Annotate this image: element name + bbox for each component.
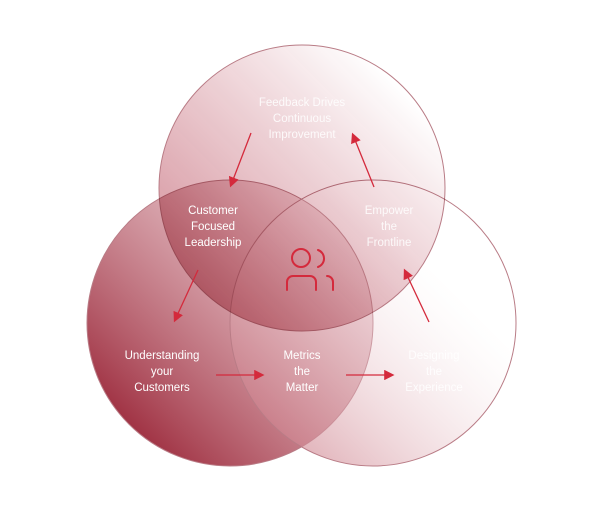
node-metrics: Metrics the Matter: [232, 348, 372, 396]
users-icon: [286, 248, 334, 291]
arrow-leadership-to-understanding: [173, 269, 199, 323]
node-label: Frontline: [366, 237, 412, 249]
node-frontline: Empower the Frontline: [319, 203, 459, 251]
node-label: Customers: [134, 382, 190, 394]
node-label: Feedback Drives: [258, 97, 346, 109]
node-label: Empower: [364, 205, 414, 217]
node-understanding: Understanding your Customers: [92, 348, 232, 396]
node-feedback: Feedback Drives Continuous Improvement: [232, 95, 372, 143]
node-label: Customer: [188, 205, 238, 217]
node-leadership: Customer Focused Leadership: [143, 203, 283, 251]
node-label: Understanding: [124, 350, 200, 362]
node-label: Leadership: [184, 237, 242, 249]
node-label: Metrics: [283, 350, 321, 362]
node-label: Continuous: [272, 113, 332, 125]
node-designing: Designing the Experience: [364, 348, 504, 396]
node-label: the: [381, 221, 397, 233]
arrow-designing-to-frontline: [403, 268, 430, 323]
node-label: Experience: [405, 382, 463, 394]
arrow-frontline-to-feedback: [351, 132, 375, 188]
node-label: Improvement: [268, 129, 336, 141]
circle-top: [158, 44, 446, 332]
node-label: your: [150, 366, 174, 378]
arrow-feedback-to-leadership: [228, 132, 252, 188]
node-label: the: [426, 366, 442, 378]
node-label: Designing: [408, 350, 460, 362]
node-label: Matter: [285, 382, 319, 394]
node-label: the: [294, 366, 310, 378]
node-label: Focused: [190, 221, 236, 233]
